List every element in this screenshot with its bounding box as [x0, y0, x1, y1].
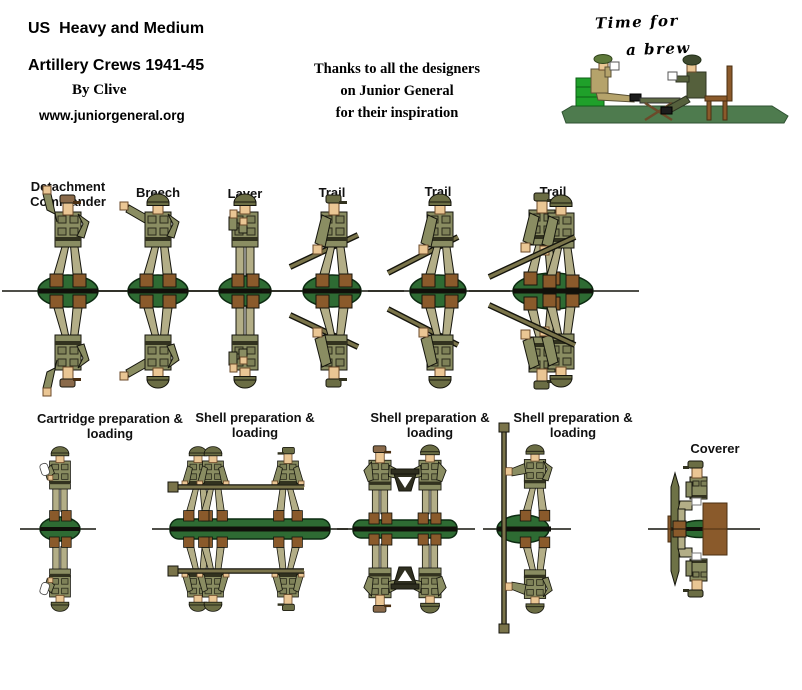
- figure-coverer: [648, 460, 760, 598]
- figure-detachment-commander: [2, 185, 134, 401]
- sheet-title-line2: Artillery Crews 1941-45: [28, 57, 205, 74]
- figure-layer: [185, 193, 305, 401]
- figure-shell-prep-pole: [483, 422, 571, 634]
- label-breech: Breech: [135, 185, 181, 200]
- figure-shell-prep-sling-pair: [337, 444, 475, 641]
- figure-trail-1: [262, 194, 404, 401]
- sheet-title-line1: US Heavy and Medium: [28, 20, 205, 37]
- figure-breech: [92, 193, 224, 401]
- tea-soldier-left: [590, 54, 642, 103]
- chair: [704, 65, 733, 121]
- brew-caption-line1: Time for: [594, 11, 680, 33]
- website-text: www.juniorgeneral.org: [39, 108, 185, 123]
- figure-shell-prep-rammer-team: [152, 446, 348, 641]
- label-coverer: Coverer: [690, 441, 740, 456]
- label-shell-prep-1: Shell preparation & loading: [195, 410, 315, 440]
- byline: By Clive: [72, 82, 127, 98]
- thanks-note: Thanks to all the designers on Junior Ge…: [314, 61, 480, 121]
- label-shell-prep-2: Shell preparation & loading: [370, 410, 490, 440]
- label-cartridge-prep: Cartridge preparation & loading: [37, 411, 183, 441]
- label-shell-prep-3: Shell preparation & loading: [513, 410, 633, 440]
- tea-break-illustration: [561, 54, 789, 124]
- figure-cartridge-prep: [20, 446, 96, 641]
- tea-soldier-right: [660, 54, 707, 115]
- figure-trail-pair: [469, 192, 639, 401]
